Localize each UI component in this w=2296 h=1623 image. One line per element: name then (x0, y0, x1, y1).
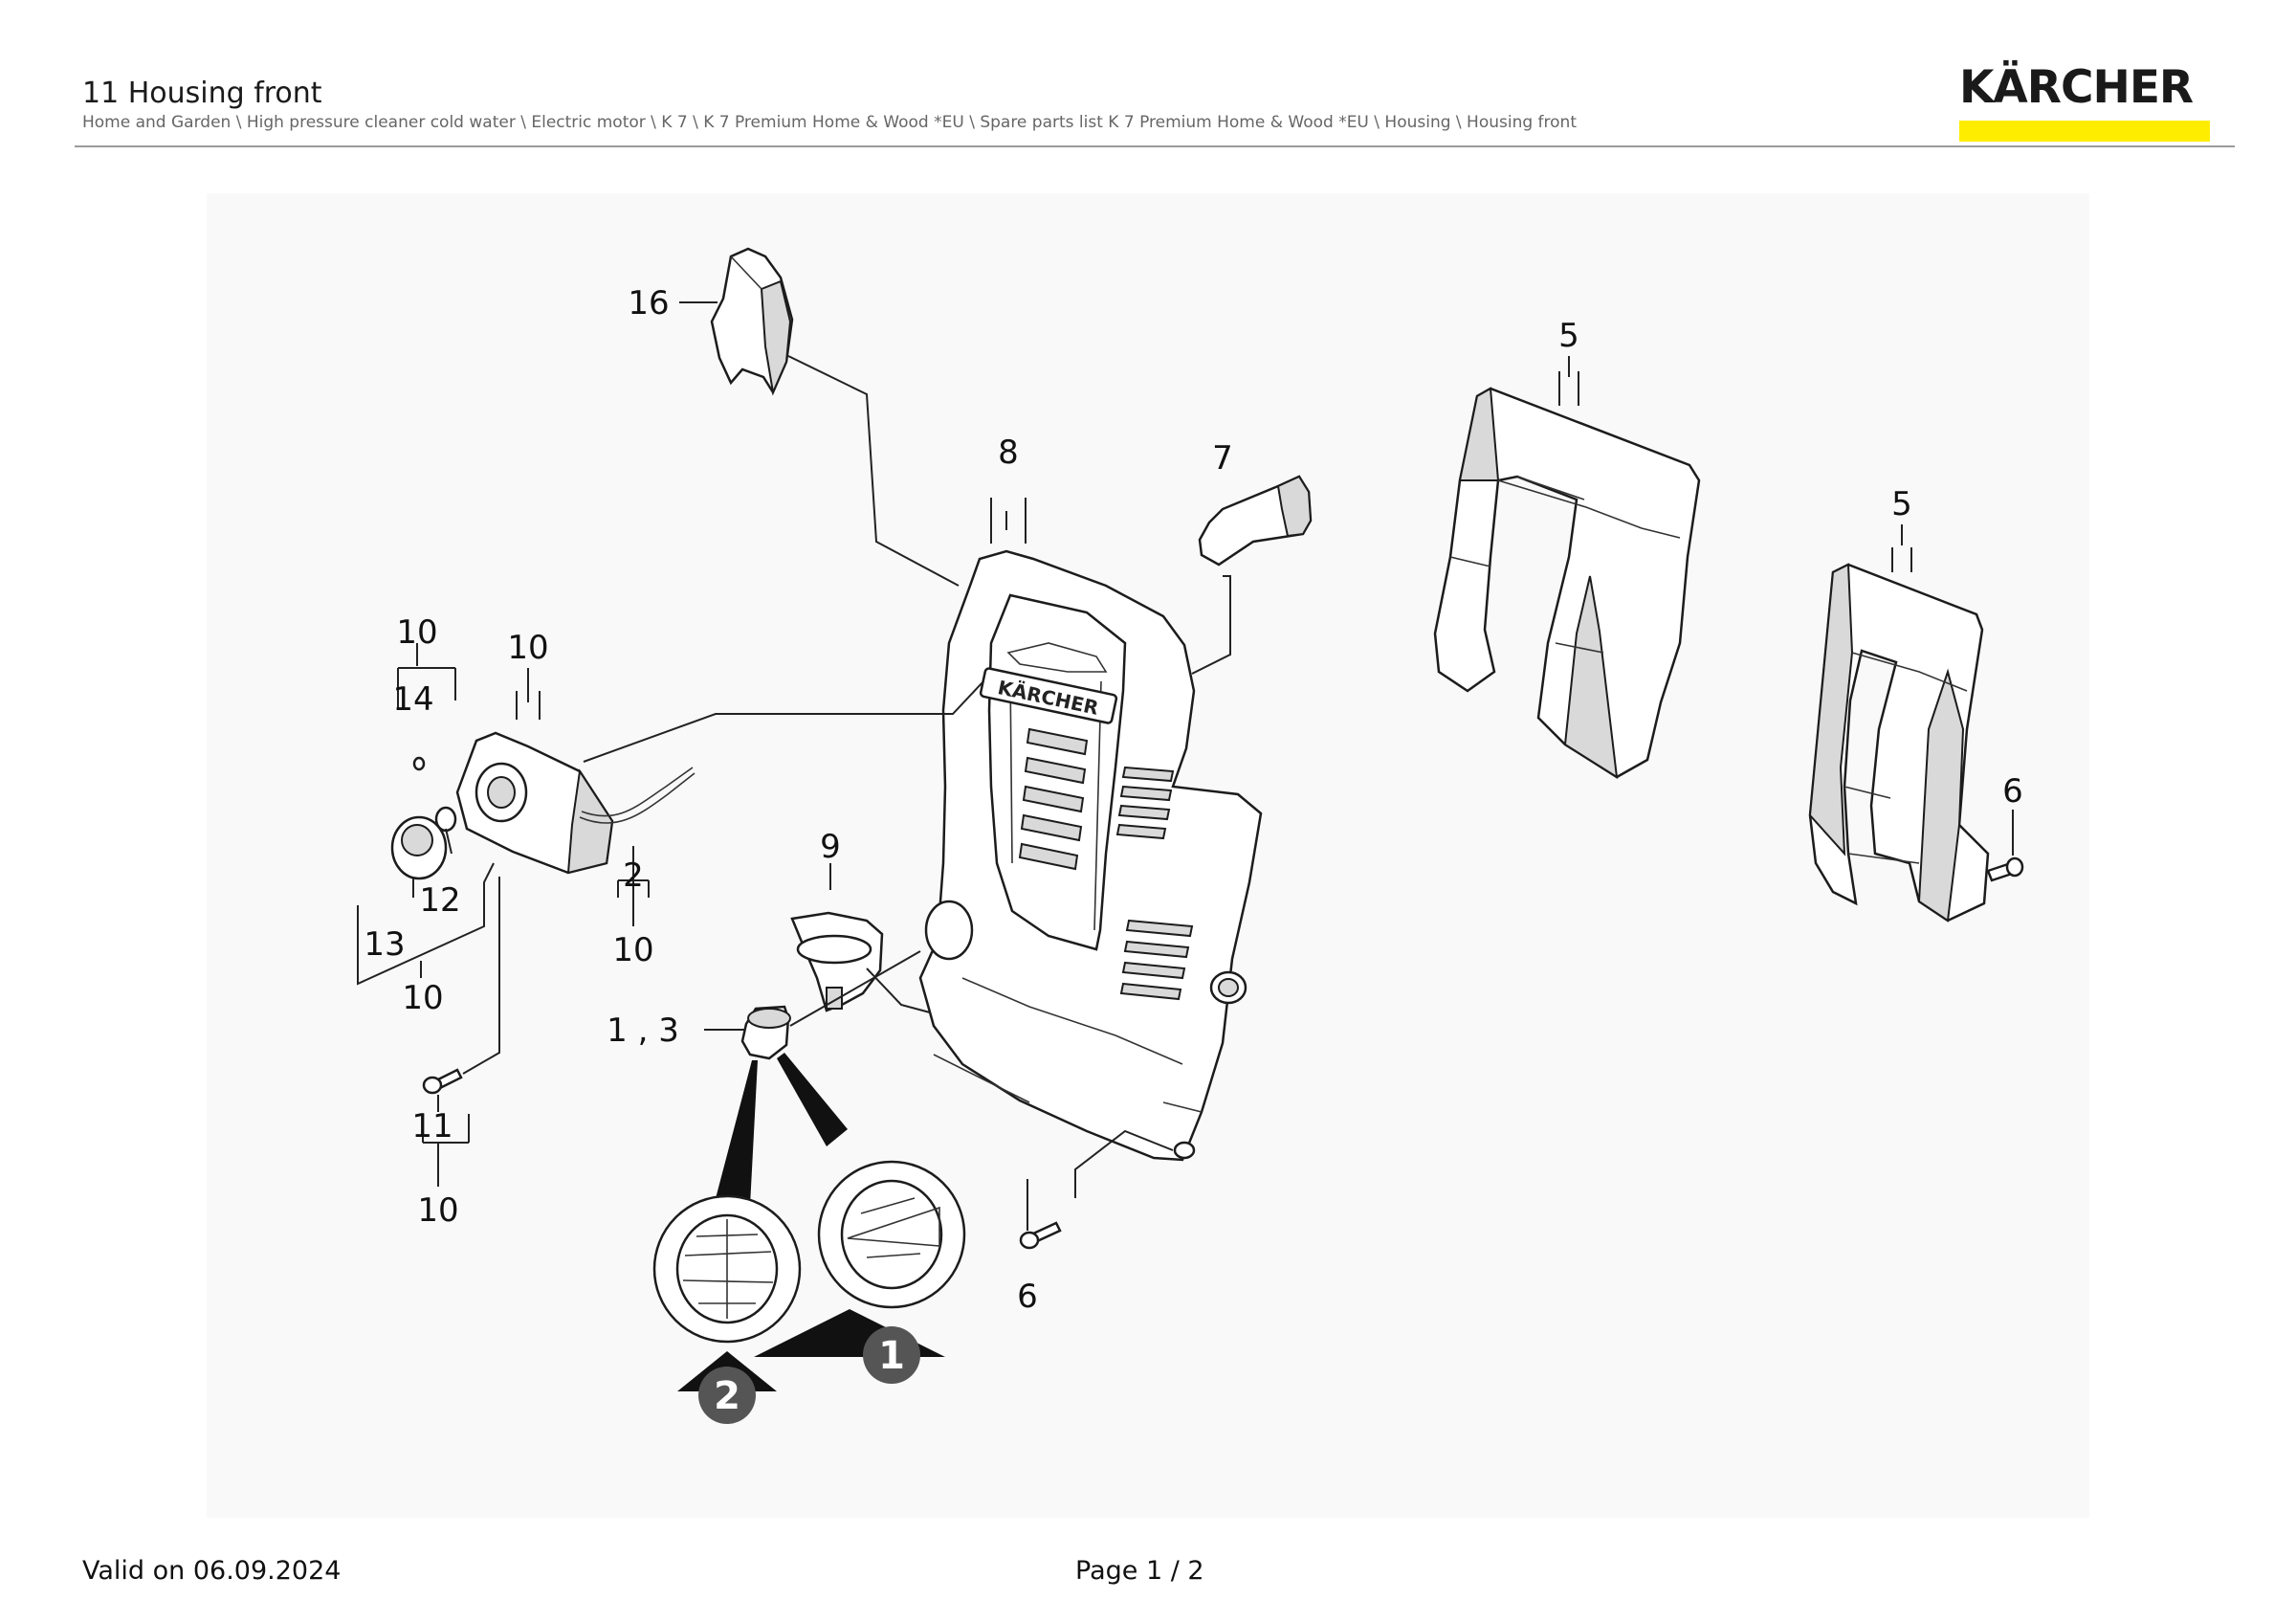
callout-6-housing: 6 (1017, 1278, 1038, 1316)
callout-11: 11 (411, 1107, 453, 1145)
part-7-cap (1198, 475, 1313, 567)
page-title: 11 Housing front (82, 77, 322, 110)
part-10-hose-reel-assembly (390, 731, 695, 880)
view-marker-2-label: 2 (714, 1374, 740, 1418)
detail-view-1 (817, 1160, 966, 1309)
callout-2: 2 (623, 856, 644, 895)
callout-1-3: 1 , 3 (607, 1012, 679, 1050)
callout-10-cover: 10 (507, 629, 548, 667)
part-9-holder (790, 911, 884, 1012)
housing-grille (1018, 727, 1194, 1001)
callout-10-knob: 10 (402, 979, 443, 1017)
callout-10-hose: 10 (612, 931, 653, 969)
brand-logo-text: KÄRCHER (1959, 61, 2194, 114)
exploded-parts-diagram: KÄRCHER (207, 193, 2089, 1518)
callout-6-frame: 6 (2002, 772, 2023, 811)
breadcrumb: Home and Garden \ High pressure cleaner … (82, 113, 1577, 132)
detail-view-2 (652, 1194, 802, 1344)
detail-pointers (714, 1053, 848, 1206)
header-divider (75, 145, 2235, 147)
part-6-screw-b (1019, 1221, 1062, 1250)
callout-14: 14 (392, 680, 433, 719)
view-marker-1: 1 (754, 1309, 945, 1384)
callout-10-top: 10 (396, 613, 437, 652)
view-marker-2: 2 (677, 1351, 777, 1424)
callout-16: 16 (628, 284, 669, 322)
leader-lines (357, 301, 2014, 1231)
callout-5-frame-a: 5 (1558, 317, 1579, 355)
part-5-frame-a (1433, 387, 1701, 779)
callout-12: 12 (419, 881, 460, 920)
callout-labels: 16 8 7 5 5 6 6 10 14 10 9 13 12 2 10 10 … (364, 284, 2022, 1316)
page-number: Page 1 / 2 (1075, 1556, 1204, 1586)
callout-10-bottom: 10 (417, 1191, 458, 1230)
brand-logo: KÄRCHER (1959, 63, 2214, 142)
valid-date: Valid on 06.09.2024 (82, 1556, 342, 1586)
view-marker-1-label: 1 (878, 1334, 905, 1378)
part-1-3-knob (740, 1005, 791, 1060)
brand-logo-bar (1959, 121, 2210, 142)
callout-9: 9 (820, 828, 841, 866)
callout-8: 8 (998, 434, 1019, 472)
callout-13: 13 (364, 925, 405, 964)
part-8-housing-front: KÄRCHER (918, 549, 1263, 1162)
part-16-hose-holder (710, 247, 794, 396)
part-5-frame-b (1808, 563, 1990, 923)
callout-7: 7 (1212, 439, 1233, 478)
callout-5-frame-b: 5 (1891, 485, 1912, 523)
part-6-screw-a (1986, 856, 2024, 882)
part-11-screw (422, 1068, 463, 1095)
